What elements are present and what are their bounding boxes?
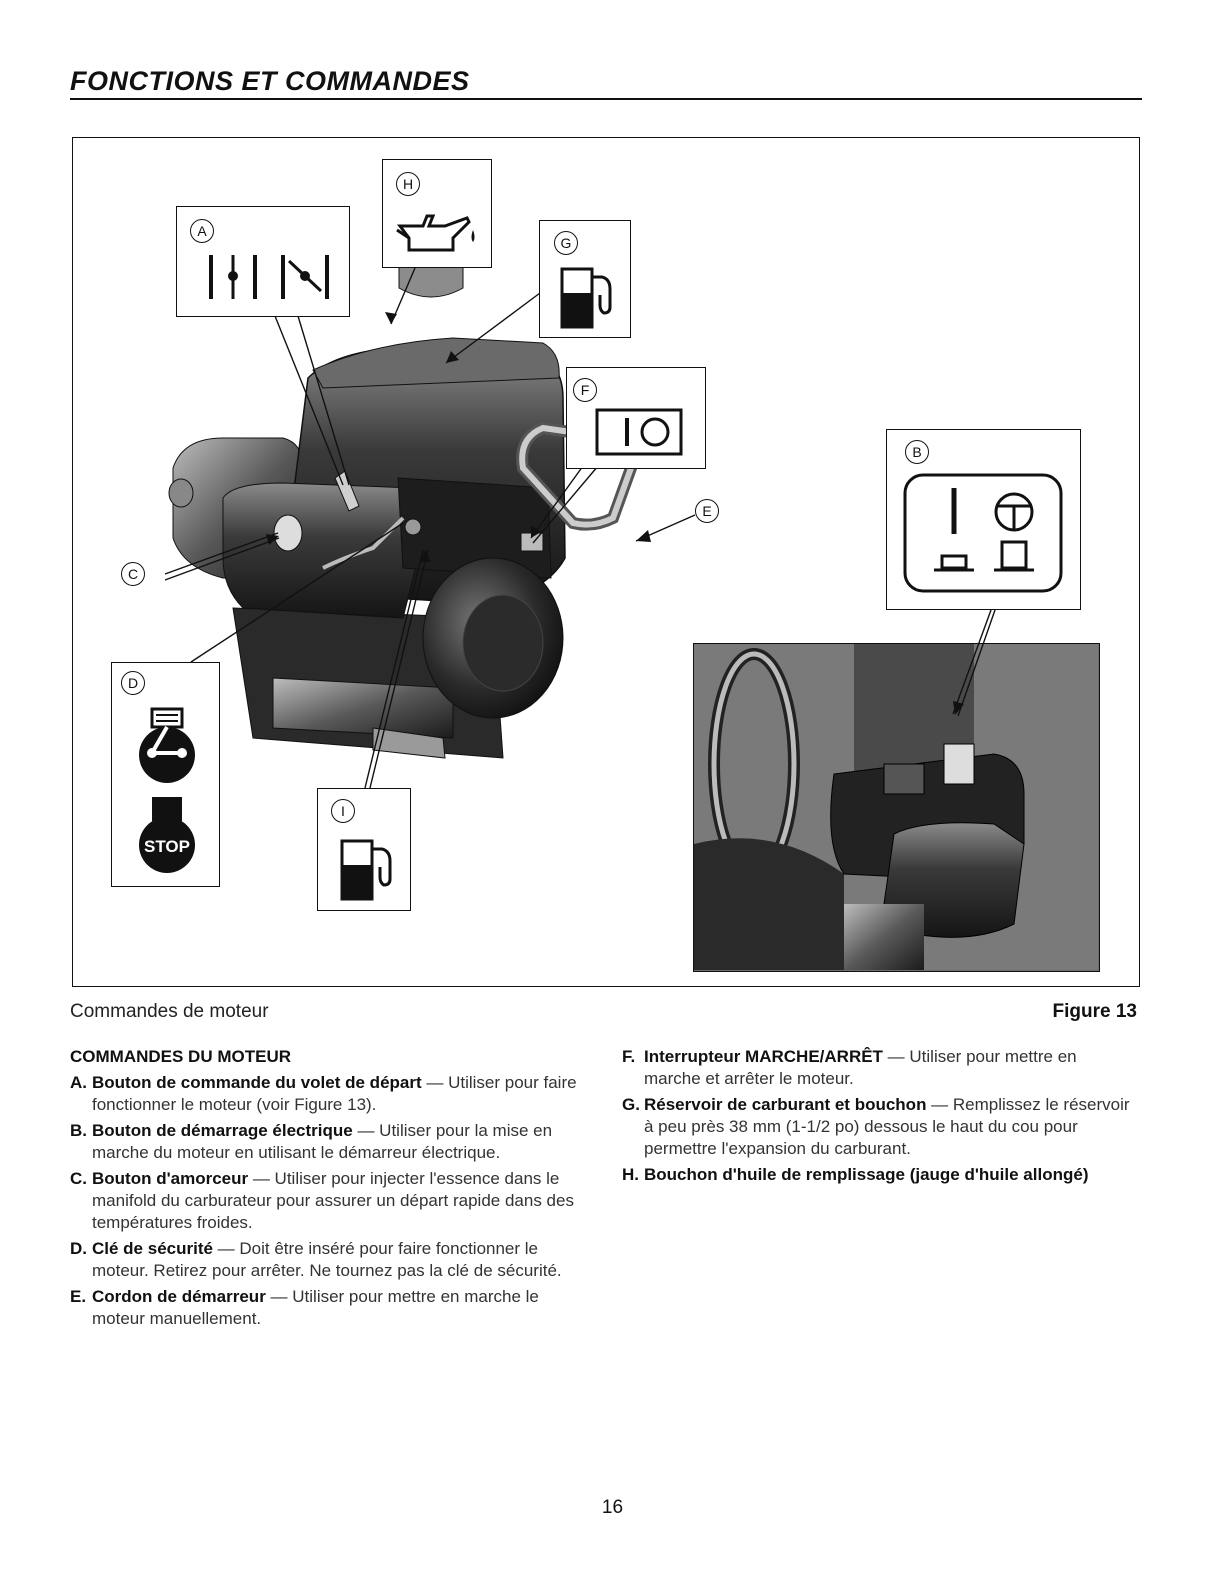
safety-key-icon [139,707,195,783]
choke-run-icon [209,255,257,299]
item-term: Réservoir de carburant et bouchon [644,1095,927,1114]
on-off-switch-icon [595,408,683,456]
heading-rule [70,98,1142,100]
callout-letter-i: I [331,799,355,823]
page-number: 16 [601,1497,624,1518]
section-title: COMMANDES DU MOTEUR [70,1047,291,1066]
callout-letter-h: H [396,172,420,196]
callout-letter-g: G [554,231,578,255]
callout-letter-a: A [190,219,214,243]
electric-start-switch-icon [903,473,1063,593]
callout-letter-b: B [905,440,929,464]
callout-d: D STOP [111,662,220,887]
fuel-pump-icon [340,839,392,901]
choke-closed-icon [281,255,329,299]
callout-letter-c: C [121,562,145,586]
item-body: Réservoir de carburant et bouchon — Remp… [644,1094,1132,1160]
item-body: Clé de sécurité — Doit être inséré pour … [92,1238,580,1282]
figure-caption: Commandes de moteur [70,1001,269,1022]
control-item-a: A. Bouton de commande du volet de départ… [70,1072,580,1116]
item-text: — Utiliser pour mettre en marche le mote… [92,1287,539,1328]
item-text: — Utiliser pour mettre en marche et arrê… [644,1047,1077,1088]
callout-letter-e: E [695,499,719,523]
item-text: — Remplissez le réservoir à peu près 38 … [644,1095,1130,1158]
item-term: Interrupteur MARCHE/ARRÊT [644,1047,883,1066]
control-item-g: G. Réservoir de carburant et bouchon — R… [622,1094,1132,1160]
control-item-b: B. Bouton de démarrage électrique — Util… [70,1120,580,1164]
engine-illustration [168,225,638,759]
item-key: E. [70,1287,87,1306]
item-key: C. [70,1169,87,1188]
callout-g: G [539,220,631,338]
item-body: Interrupteur MARCHE/ARRÊT — Utiliser pou… [644,1046,1132,1090]
controls-list-right: F. Interrupteur MARCHE/ARRÊT — Utiliser … [622,1046,1132,1190]
item-term: Cordon de démarreur [92,1287,266,1306]
electric-start-inset-drawing [694,644,1098,970]
control-item-d: D. Clé de sécurité — Doit être inséré po… [70,1238,580,1282]
fuel-tank-icon [560,267,612,329]
control-item-e: E. Cordon de démarreur — Utiliser pour m… [70,1286,580,1330]
item-text: — Utiliser pour la mise en marche du mot… [92,1121,553,1162]
item-body: Bouton de démarrage électrique — Utilise… [92,1120,580,1164]
figure-engine-controls: H A G F [72,137,1140,987]
callout-b: B [886,429,1081,610]
item-text: — Utiliser pour injecter l'essence dans … [92,1169,574,1232]
electric-start-inset [693,643,1100,972]
callout-letter-f: F [573,378,597,402]
control-item-c: C. Bouton d'amorceur — Utiliser pour inj… [70,1168,580,1234]
item-text: — Utiliser pour faire fonctionner le mot… [92,1073,577,1114]
oil-can-icon [396,214,475,252]
item-term: Bouton de commande du volet de départ [92,1073,422,1092]
item-body: Bouton de commande du volet de départ — … [92,1072,580,1116]
item-text: — Doit être inséré pour faire fonctionne… [92,1239,562,1280]
item-term: Clé de sécurité [92,1239,213,1258]
item-key: B. [70,1121,87,1140]
callout-i: I [317,788,411,911]
item-term: Bouton d'amorceur [92,1169,249,1188]
controls-list-left: COMMANDES DU MOTEUR A. Bouton de command… [70,1046,580,1334]
item-key: G. [622,1095,640,1114]
item-key: F. [622,1047,636,1066]
callout-letter-d: D [121,671,145,695]
item-term: Bouton de démarrage électrique [92,1121,353,1140]
leader-lines [164,267,996,789]
item-key: H. [622,1165,639,1184]
stop-button-icon: STOP [139,797,195,873]
item-key: D. [70,1239,87,1258]
item-key: A. [70,1073,87,1092]
control-item-h: H. Bouchon d'huile de remplissage (jauge… [622,1164,1132,1186]
callout-a: A [176,206,350,317]
page-heading: FONCTIONS ET COMMANDES [70,66,470,96]
item-body: Bouchon d'huile de remplissage (jauge d'… [644,1164,1088,1186]
item-body: Cordon de démarreur — Utiliser pour mett… [92,1286,580,1330]
item-body: Bouton d'amorceur — Utiliser pour inject… [92,1168,580,1234]
figure-label: Figure 13 [1052,1001,1137,1022]
callout-f: F [566,367,706,469]
item-term: Bouchon d'huile de remplissage (jauge d'… [644,1165,1089,1184]
control-item-f: F. Interrupteur MARCHE/ARRÊT — Utiliser … [622,1046,1132,1090]
stop-button-label: STOP [144,837,190,856]
callout-h: H [382,159,492,268]
